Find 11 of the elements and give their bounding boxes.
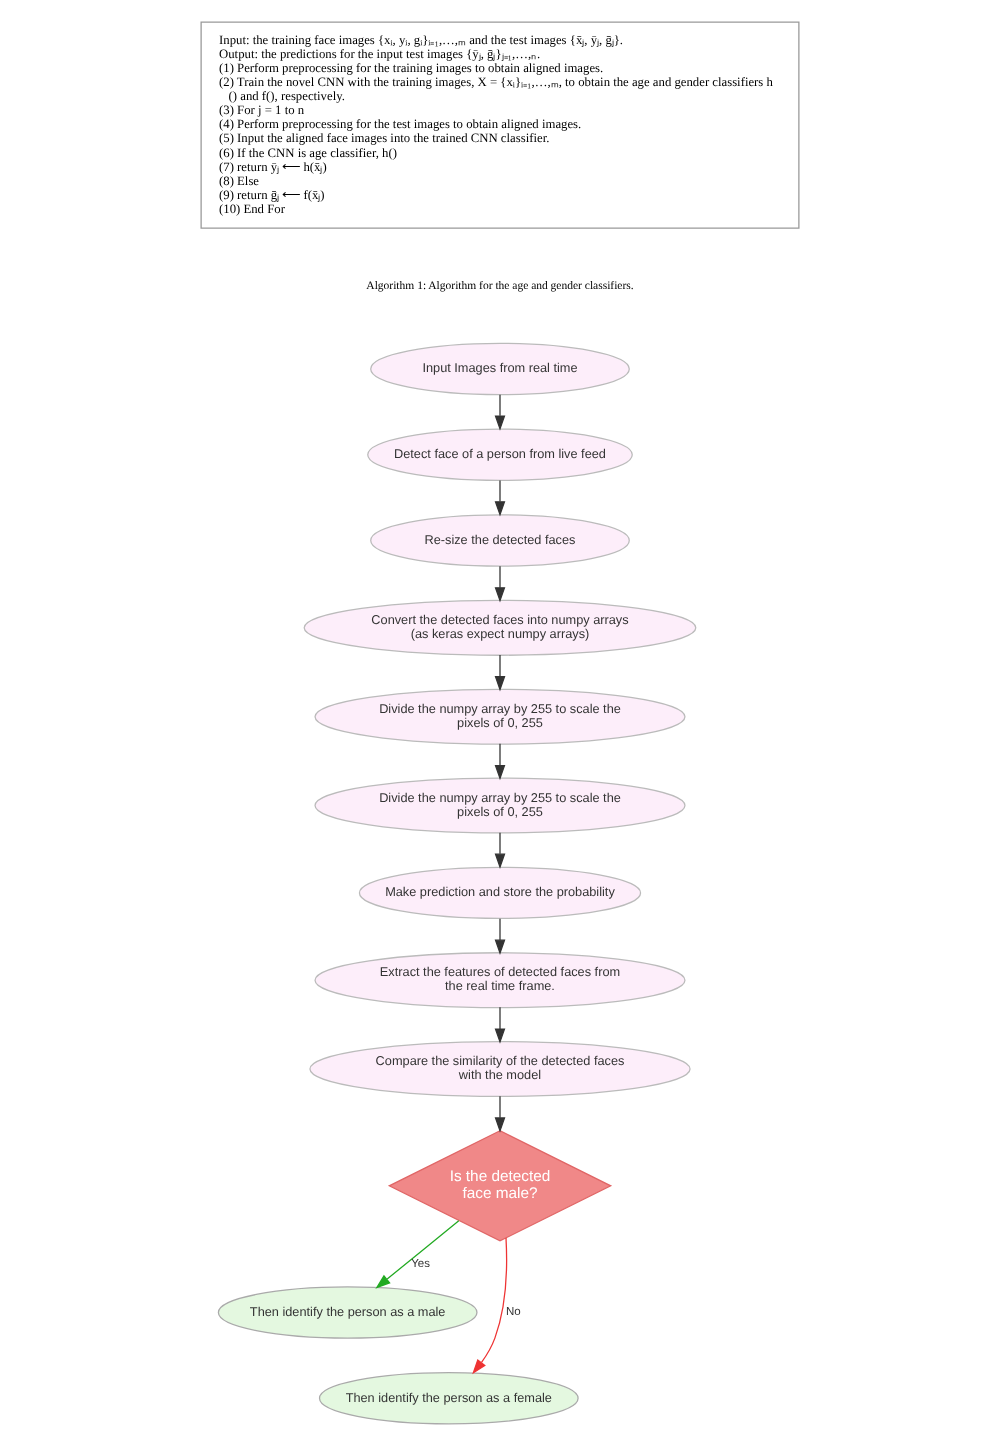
arrow: [375, 1220, 460, 1289]
arrow: [494, 565, 506, 603]
arrow: [494, 394, 506, 431]
arrow: [494, 1095, 506, 1133]
arrow: [494, 832, 506, 869]
arrow: [494, 479, 506, 517]
arrow: [494, 743, 506, 781]
arrow: [472, 1237, 508, 1375]
arrow: [494, 918, 506, 955]
arrow: [494, 1006, 506, 1044]
arrow: [494, 654, 506, 692]
